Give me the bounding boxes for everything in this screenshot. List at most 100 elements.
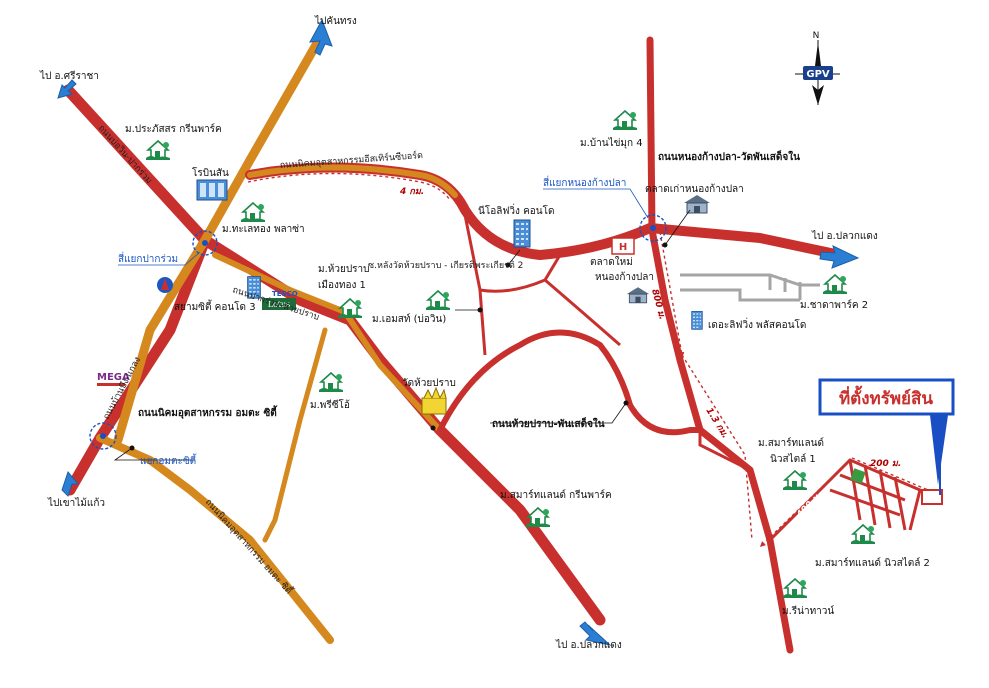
house-icon-smartland1 — [782, 470, 808, 490]
nongkangpla-junction-dot — [650, 225, 656, 231]
dir-pluakdaeng-south: ไป อ.ปลวกแดง — [555, 639, 622, 651]
house-icon-prichi — [318, 372, 344, 392]
dir-khaomaikaew: ไปเขาไม้แก้ว — [47, 497, 105, 509]
road-industrial-top-orange — [247, 164, 458, 198]
condo-icon-neoliving — [513, 219, 531, 248]
green-area — [850, 468, 866, 484]
house-icon-rinatown — [782, 578, 808, 598]
honda-logo-icon: H — [611, 237, 635, 255]
svg-text:H: H — [619, 242, 627, 253]
road-connector-south — [262, 327, 328, 543]
label-smartland1-b: นิวสไตล์ 1 — [770, 453, 816, 465]
tesco-lotus-logo: TESCO Lotus — [262, 290, 298, 310]
road-label-soi: ซ.หลังวัดห้วยปราบ - เกียรติพระเกียรติ 2 — [368, 260, 523, 271]
label-prakassorn: ม.ประภัสสร กรีนพาร์ค — [125, 123, 222, 135]
dash-200m — [851, 457, 929, 491]
pakruam-junction-ring — [192, 230, 218, 256]
arrow-pluakdaeng-east-icon — [819, 245, 860, 269]
dir-khansong: ไปคันทรง — [314, 15, 357, 27]
distance-4km: 4 กม. — [399, 187, 424, 197]
label-newmarket: ตลาดใหม่ — [590, 256, 633, 268]
temple-icon — [421, 386, 447, 415]
label-pakruam-junction: สี่แยกปากร่วม — [118, 251, 178, 265]
label-smartland-green: ม.สมาร์ทแลนด์ กรีนพาร์ค — [500, 489, 612, 501]
label-huaiprab: ม.ห้วยปราบ — [318, 263, 370, 275]
label-neoliving: นีโอลิฟวิ่ง คอนโด — [478, 203, 555, 217]
property-pointer-head — [930, 415, 948, 485]
pakruam-underline — [118, 251, 201, 266]
arrow-khansong-icon — [309, 18, 333, 56]
amata-junction-dot — [100, 433, 106, 439]
mega-logo: MEGA — [97, 372, 130, 386]
label-banchaimuk: ม.บ้านไข่มุก 4 — [580, 137, 643, 149]
road-label-amata-diag: ถนนนิคมอุตสาหกรรม อมตะ ซิตี้ — [203, 495, 297, 597]
label-nongkangpla-junction: สี่แยกหนองก้างปลา — [543, 175, 626, 189]
nongkangpla-junction-ring — [639, 214, 667, 242]
compass-brand: GPV — [806, 69, 830, 80]
property-plot — [921, 489, 943, 505]
house-icon-chadapark — [822, 274, 848, 294]
road-soi-d — [698, 430, 751, 472]
house-icon-amsat — [425, 290, 451, 310]
compass-north: N — [813, 31, 820, 41]
label-prichi: ม.พรีซีโอ้ — [310, 398, 350, 411]
house-icon-thalethong — [240, 202, 266, 222]
dash-4km — [247, 172, 451, 201]
dash-800m — [659, 231, 685, 358]
property-label-box — [818, 378, 955, 416]
label-oldmarket: ตลาดเก่าหนองก้างปลา — [645, 183, 744, 195]
house-icon-prakassorn — [145, 140, 171, 160]
nongkangpla-underline — [543, 188, 649, 219]
house-icon-huaiprab — [337, 298, 363, 318]
dash-13km — [681, 354, 753, 541]
robinson-building-icon — [196, 179, 228, 201]
label-theliving: เดอะลิฟวิ่ง พลัสคอนโด — [708, 317, 806, 331]
label-robinson: โรบินสัน — [192, 166, 229, 179]
house-icon-smartland-green — [525, 507, 551, 527]
amata-junction-ring — [89, 422, 117, 450]
market-icon-old — [683, 194, 711, 214]
label-thalethong: ม.ทะเลทอง พลาซ่า — [222, 224, 305, 235]
label-amsat: ม.เอมสท์ (บ่อวิน) — [372, 313, 446, 325]
market-icon-nongkangpla — [626, 286, 650, 304]
road-soi-e — [678, 359, 702, 431]
compass: GPV N — [795, 31, 840, 105]
property-label: ที่ตั้งทรัพย์สิน — [839, 385, 933, 409]
road-huaiprab-phansadet — [437, 329, 703, 436]
mega-text: MEGA — [97, 372, 130, 383]
road-soi-c — [544, 278, 621, 347]
lotus-text: Lotus — [268, 300, 291, 309]
label-nongkangpla: หนองก้างปลา — [595, 271, 654, 283]
label-amata-industrial: ถนนนิคมอุตสาหกรรม อมตะ ซิตี้ — [138, 405, 278, 419]
arrow-khaomaikaew-icon — [61, 470, 80, 497]
label-amata-junction: แยกอมตะซิตี้ — [140, 453, 197, 467]
road-sriracha-khaomaikaew — [62, 84, 211, 496]
distance-400m: 400 ม. — [794, 491, 824, 521]
house-icon-banchaimuk — [612, 110, 638, 130]
dir-sriracha: ไป อ.ศรีราชา — [39, 70, 99, 82]
pakruam-junction-dot — [202, 240, 208, 246]
dash-400m — [759, 457, 853, 547]
fuel-station-icon — [157, 277, 173, 293]
distance-200m: 200 ม. — [870, 459, 901, 469]
label-rinatown: ม.รีน่าทาวน์ — [782, 605, 834, 617]
leader-lines — [113, 209, 691, 461]
road-soi-b — [479, 254, 562, 293]
road-label-huaiprab: ถนนห้วยปราบ-พันเสด็จใน — [492, 416, 605, 430]
road-khansong — [113, 33, 325, 445]
label-siamcity: สยามซิตี้ คอนโด 3 — [174, 299, 256, 313]
label-smartland2: ม.สมาร์ทแลนด์ นิวสไตล์ 2 — [815, 557, 930, 569]
property-grid — [768, 458, 922, 542]
label-wat-huaiprab: วัดห้วยปราบ — [402, 377, 456, 389]
arrow-pluakdaeng-south-icon — [579, 621, 612, 646]
road-nongkangpla-vertical — [646, 36, 794, 654]
label-mueangthong1: เมืองทอง 1 — [318, 279, 366, 291]
road-label-nongkangpla: ถนนหนองก้างปลา-วัดพันเสด็จใน — [658, 149, 800, 163]
arrow-sriracha-icon — [57, 79, 77, 99]
gray-buildings — [680, 273, 820, 302]
condo-icon-theliving — [691, 310, 703, 330]
direction-arrows — [57, 18, 860, 646]
label-chadapark: ม.ชาดาพาร์ค 2 — [800, 299, 868, 311]
